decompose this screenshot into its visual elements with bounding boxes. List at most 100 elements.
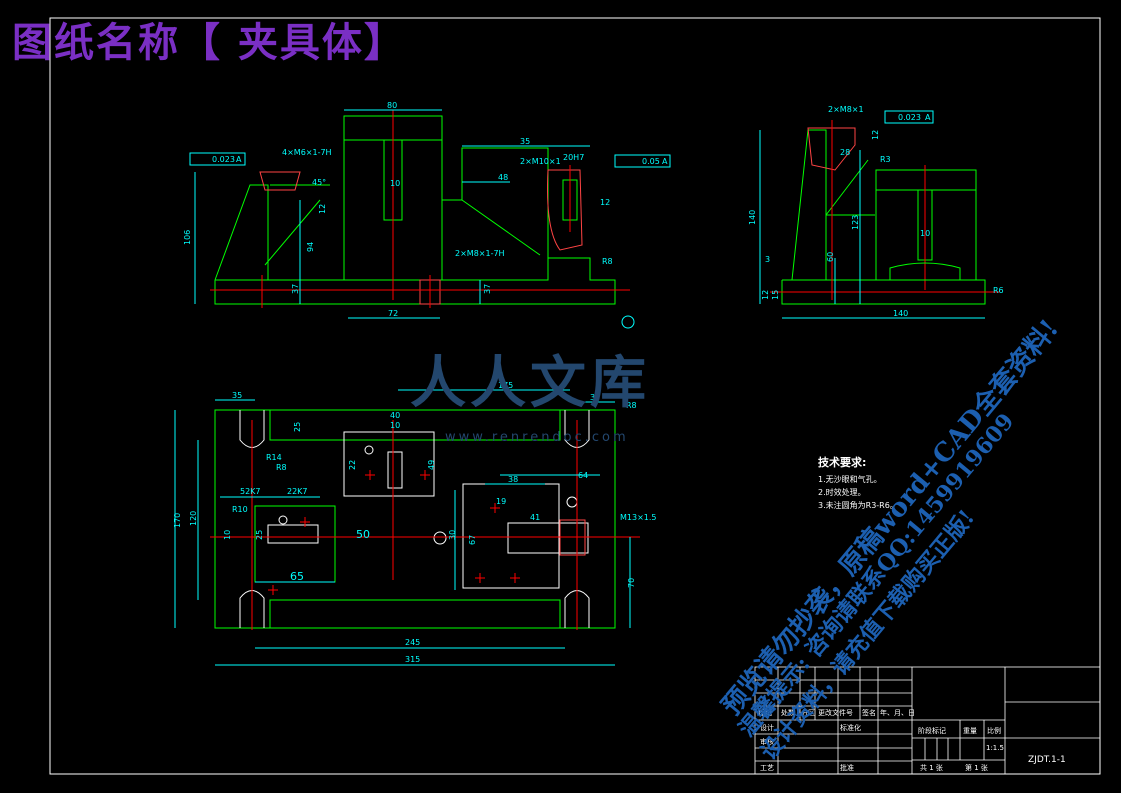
dim: 72 — [388, 309, 398, 318]
title-block-label: 工艺 — [760, 764, 774, 772]
dim: 175 — [498, 381, 513, 390]
dim: 80 — [387, 101, 397, 110]
dim: R8 — [276, 463, 287, 472]
dim: 37 — [483, 284, 492, 294]
side-view-dim-text: 2×M8×1 0.023 A 12 28 R3 140 123 60 10 3 … — [748, 105, 1004, 318]
dim: 41 — [530, 513, 540, 522]
dim: 60 — [826, 252, 835, 262]
dim: 30 — [448, 530, 457, 540]
dim: 2×M8×1-7H — [455, 249, 505, 258]
dim: 12 — [871, 130, 880, 140]
dim: 0.05 — [642, 157, 660, 166]
technical-requirements: 技术要求: 1.无沙眼和气孔。 2.时效处理。 3.未注圆角为R3-R6。 — [818, 456, 938, 512]
dim: 0.023 — [898, 113, 921, 122]
title-block-label: 第 1 张 — [965, 764, 988, 772]
dim: 12 — [318, 204, 327, 214]
dim: 35 — [520, 137, 530, 146]
title-block-label: 处数 — [781, 709, 795, 717]
title-block-label: 审核 — [760, 738, 774, 746]
scale-value: 1:1.5 — [986, 744, 1004, 752]
dim: 140 — [893, 309, 908, 318]
dim: 20H7 — [563, 153, 584, 162]
top-view-dim-text: 35 175 35 R8 40 10 25 R14 R8 22 49 38 64… — [173, 381, 657, 664]
dim: 35 — [232, 391, 242, 400]
dim: 25 — [255, 530, 264, 540]
dim: 123 — [851, 215, 860, 230]
requirement-item: 2.时效处理。 — [818, 488, 866, 497]
dim: R10 — [232, 505, 248, 514]
dim: 28 — [840, 148, 850, 157]
title-block-label: 更改文件号 — [818, 709, 853, 717]
dim: 19 — [496, 497, 506, 506]
dim: 315 — [405, 655, 420, 664]
dim: A — [236, 155, 242, 164]
dim: 50 — [356, 528, 370, 541]
dim: 49 — [427, 460, 436, 470]
dim: 140 — [748, 210, 757, 225]
dim: 15 — [771, 290, 780, 300]
dim: 3 — [765, 255, 770, 264]
dim: 94 — [306, 242, 315, 252]
dim: 35 — [590, 393, 600, 402]
dim: 10 — [390, 179, 400, 188]
dim: 22K7 — [287, 487, 308, 496]
side-view — [759, 110, 1000, 319]
dim: 12 — [761, 290, 770, 300]
dim: 120 — [189, 511, 198, 526]
dim: R3 — [880, 155, 891, 164]
dim: 64 — [578, 471, 588, 480]
dim: 67 — [468, 535, 477, 545]
front-view-dim-text: 80 35 4×M6×1-7H 2×M10×1 20H7 0.023 A 0.0… — [183, 101, 668, 318]
top-view — [174, 389, 640, 666]
requirement-item: 1.无沙眼和气孔。 — [818, 475, 882, 484]
dim: 0.023 — [212, 155, 235, 164]
site-url-watermark: www.renrendoc.com — [445, 430, 629, 445]
dim: 170 — [173, 513, 182, 528]
dim: 52K7 — [240, 487, 261, 496]
dim: R14 — [266, 453, 282, 462]
dim: A — [925, 113, 931, 122]
title-block-label: 设计 — [760, 724, 774, 732]
drawing-number: ZJDT.1-1 — [1028, 755, 1066, 765]
site-logo-watermark: 人人文库 — [410, 350, 650, 416]
title-block-label: 重量 — [963, 727, 977, 735]
title-block-label: 标准化 — [840, 724, 861, 732]
title-block-label: 分区 — [801, 709, 815, 717]
dim: 12 — [600, 198, 610, 207]
dim: A — [662, 157, 668, 166]
dim: 10 — [223, 530, 232, 540]
dim: 10 — [390, 421, 400, 430]
dim: 38 — [508, 475, 518, 484]
title-block-label: 签名 — [862, 709, 876, 717]
title-block — [754, 666, 1101, 775]
dim: 4×M6×1-7H — [282, 148, 332, 157]
dim: R8 — [602, 257, 613, 266]
title-block-label: 比例 — [987, 727, 1001, 735]
dim: 106 — [183, 230, 192, 245]
drawing-title: 图纸名称【 夹具体】 — [12, 19, 406, 66]
dim: 37 — [291, 284, 300, 294]
title-block-label: 阶段标记 — [918, 727, 946, 735]
drawing-frame — [49, 17, 1101, 775]
title-block-label: 年、月、日 — [880, 709, 915, 717]
dim: 25 — [293, 422, 302, 432]
dim: R6 — [993, 286, 1004, 295]
dim: 245 — [405, 638, 420, 647]
dim: 45° — [312, 178, 326, 187]
requirement-item: 3.未注圆角为R3-R6。 — [818, 501, 898, 510]
dim: R8 — [626, 401, 637, 410]
dim: 22 — [348, 460, 357, 470]
dim: 65 — [290, 570, 304, 583]
dim: 48 — [498, 173, 508, 182]
front-view — [189, 109, 671, 329]
dim: M13×1.5 — [620, 513, 657, 522]
dim: 2×M10×1 — [520, 157, 561, 166]
title-block-label: 标记 — [758, 709, 772, 717]
technical-requirements-heading: 技术要求: — [818, 456, 867, 469]
dim: 2×M8×1 — [828, 105, 864, 114]
dim: 10 — [920, 229, 930, 238]
title-block-label: 共 1 张 — [920, 764, 943, 772]
dim: 40 — [390, 411, 400, 420]
dim: 70 — [627, 578, 636, 588]
